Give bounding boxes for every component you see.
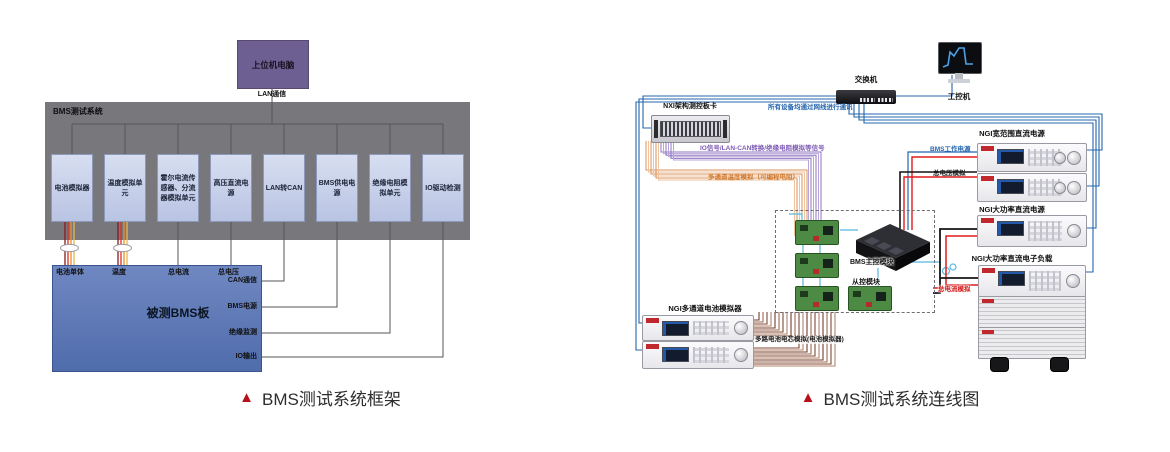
module-box-temp-sim: 温度模拟单元 — [104, 154, 146, 222]
ipc-monitor-base — [948, 79, 970, 83]
module-label: IO驱动检测 — [425, 185, 461, 192]
io-signal-bundle — [660, 141, 822, 230]
module-label: 温度模拟单元 — [107, 180, 143, 197]
bms-power-wire-label: BMS工作电源 — [930, 146, 971, 153]
module-label: 电池模拟器 — [54, 185, 90, 192]
module-box-hall-shunt: 霍尔电流传感器、分流器模拟单元 — [157, 154, 199, 222]
temp-sim-bundle — [645, 141, 808, 236]
eload-wheel-left — [990, 357, 1009, 372]
dut-port-temp: 温度 — [112, 269, 126, 276]
module-box-hv-dc: 高压直流电源 — [210, 154, 252, 222]
module-label: 霍尔电流传感器、分流器模拟单元 — [160, 175, 196, 202]
cell-sim-wire-label: 多路电池电芯模拟(电池模拟器) — [754, 336, 845, 344]
network-switch — [836, 90, 896, 104]
dut-port-current: 总电流 — [168, 269, 189, 276]
nxi-card-chassis — [651, 115, 730, 143]
battery-sim-unit-1 — [642, 315, 754, 341]
slave-pcb-4 — [848, 286, 892, 311]
bms-master-module-body — [856, 224, 930, 271]
left-caption-text: BMS测试系统框架 — [262, 390, 401, 409]
waveform-icon — [942, 47, 973, 68]
high-power-dc-unit — [977, 215, 1087, 247]
dut-port-voltage: 总电压 — [218, 269, 239, 276]
module-label: LAN转CAN — [265, 185, 303, 192]
module-box-bms-supply: BMS供电电源 — [316, 154, 358, 222]
switch-label: 交换机 — [854, 75, 878, 84]
dut-port-io: IO输出 — [235, 353, 257, 360]
io-bundle-label: IO信号/LAN-CAN转换/绝缘电阻模拟等信号 — [700, 145, 825, 152]
host-pc-label: 上位机电脑 — [251, 59, 295, 70]
left-connector-wires — [71, 87, 444, 358]
eload-wheel-right — [1050, 357, 1069, 372]
left-cell-wire-bundle — [64, 222, 128, 265]
right-caption: ▲ BMS测试系统连线图 — [760, 385, 1020, 410]
module-box-lan-can: LAN转CAN — [263, 154, 305, 222]
lan-link-label: LAN通信 — [257, 91, 287, 98]
high-power-dc-label: NGI大功率直流电源 — [979, 205, 1045, 214]
bms-master-label: BMS主控模块 — [850, 259, 894, 266]
dc-eload-grille-2 — [978, 327, 1086, 359]
dc-eload-top-unit — [978, 265, 1086, 297]
nxi-card-label: NXI架构测控板卡 — [663, 103, 717, 110]
dut-bms-board — [52, 265, 262, 372]
module-label: BMS供电电源 — [318, 180, 356, 197]
module-box-battery-sim: 电池模拟器 — [51, 154, 93, 222]
left-caption: ▲ BMS测试系统框架 — [190, 385, 450, 410]
network-note-label: 所有设备均通过网线进行通讯 — [768, 104, 853, 111]
module-box-insulation: 绝缘电阻模拟单元 — [369, 154, 411, 222]
bms-module-group-box — [775, 210, 935, 313]
right-caption-text: BMS测试系统连线图 — [823, 390, 980, 409]
wide-range-dc-unit-2 — [977, 173, 1087, 202]
current-sim-wire-label: 总电流模拟 — [938, 286, 971, 293]
left-wire-loops — [60, 243, 132, 253]
caption-triangle-icon: ▲ — [800, 389, 816, 406]
dut-title: 被测BMS板 — [146, 306, 210, 320]
battery-sim-label: NGI多通道电池模拟器 — [668, 304, 742, 313]
network-wires — [635, 75, 1103, 351]
battery-sim-unit-2 — [642, 341, 754, 369]
system-panel-title: BMS测试系统 — [53, 107, 103, 116]
wide-range-dc-label: NGI宽范围直流电源 — [979, 129, 1045, 138]
dut-port-cell: 电池单体 — [56, 269, 84, 276]
module-box-io-detect: IO驱动检测 — [422, 154, 464, 222]
dc-eload-grille-1 — [978, 296, 1086, 328]
module-label: 高压直流电源 — [213, 180, 249, 197]
ipc-label: 工控机 — [947, 92, 971, 101]
slave-pcb-2 — [795, 253, 839, 278]
ipc-monitor-screen — [938, 42, 982, 74]
temp-bundle-label: 多通道温度模拟（可编程电阻） — [708, 174, 799, 181]
bms-slave-label: 从控模块 — [852, 279, 880, 286]
slave-pcb-3 — [795, 286, 839, 311]
ipc-monitor-neck — [955, 73, 963, 79]
dut-port-bms-power: BMS电源 — [227, 303, 257, 310]
dc-eload-label: NGI大功率直流电子负载 — [971, 254, 1053, 263]
voltage-sim-wire-label: 总电压模拟 — [933, 170, 966, 177]
module-label: 绝缘电阻模拟单元 — [372, 180, 408, 197]
dut-port-can: CAN通信 — [227, 277, 257, 284]
slave-pcb-1 — [795, 220, 839, 245]
host-pc-box: 上位机电脑 — [237, 40, 309, 89]
dut-port-insulation: 绝缘监测 — [229, 329, 257, 336]
wide-range-dc-unit-1 — [977, 143, 1087, 172]
caption-triangle-icon: ▲ — [239, 389, 254, 406]
